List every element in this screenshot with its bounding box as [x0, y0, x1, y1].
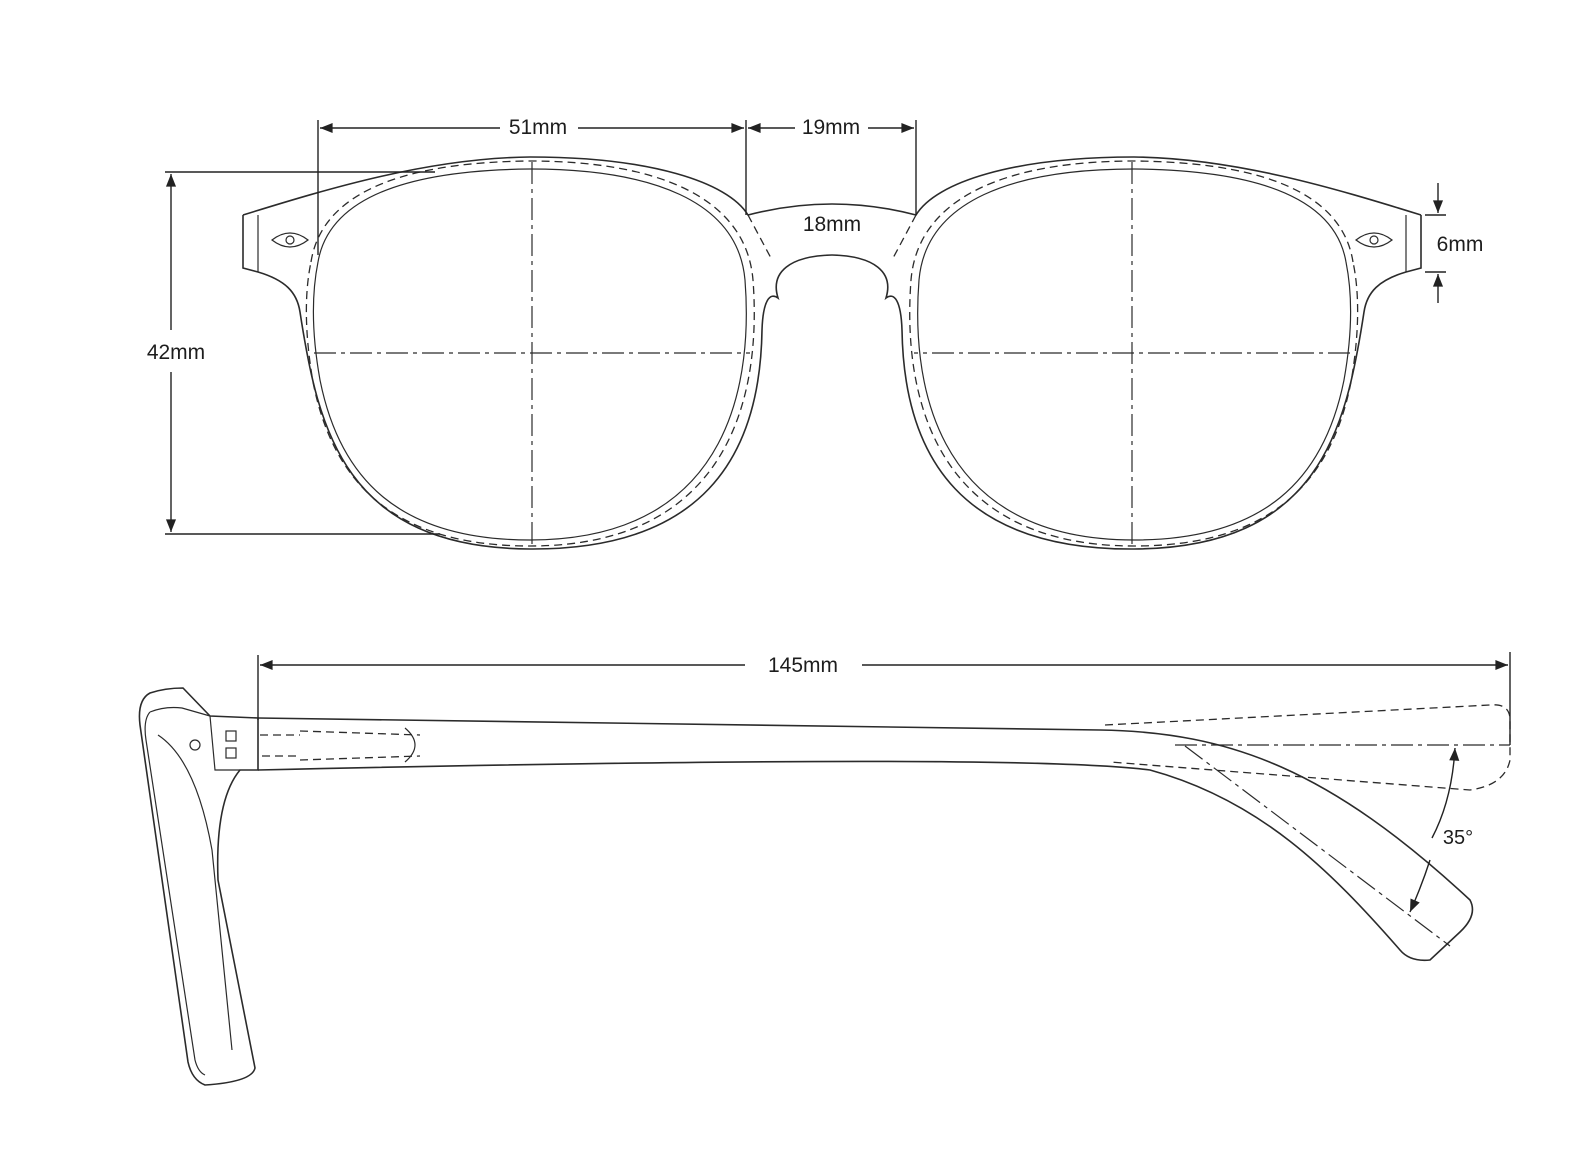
lens-width-label: 51mm — [509, 116, 567, 139]
bridge-width-label: 19mm — [802, 116, 860, 139]
temple-length-label: 145mm — [768, 654, 838, 677]
end-piece-height-label: 6mm — [1437, 233, 1484, 256]
lens-height-label: 42mm — [147, 341, 205, 364]
rivet-icon — [271, 232, 309, 248]
left-half-frame — [242, 156, 833, 550]
frame-side — [138, 687, 421, 1086]
nose-bridge-label: 18mm — [803, 213, 861, 236]
front-view: 51mm 19mm 18mm 42mm 6mm — [147, 116, 1484, 550]
side-view: 35° 145mm — [138, 652, 1511, 1086]
fold-angle-label: 35° — [1443, 827, 1473, 849]
